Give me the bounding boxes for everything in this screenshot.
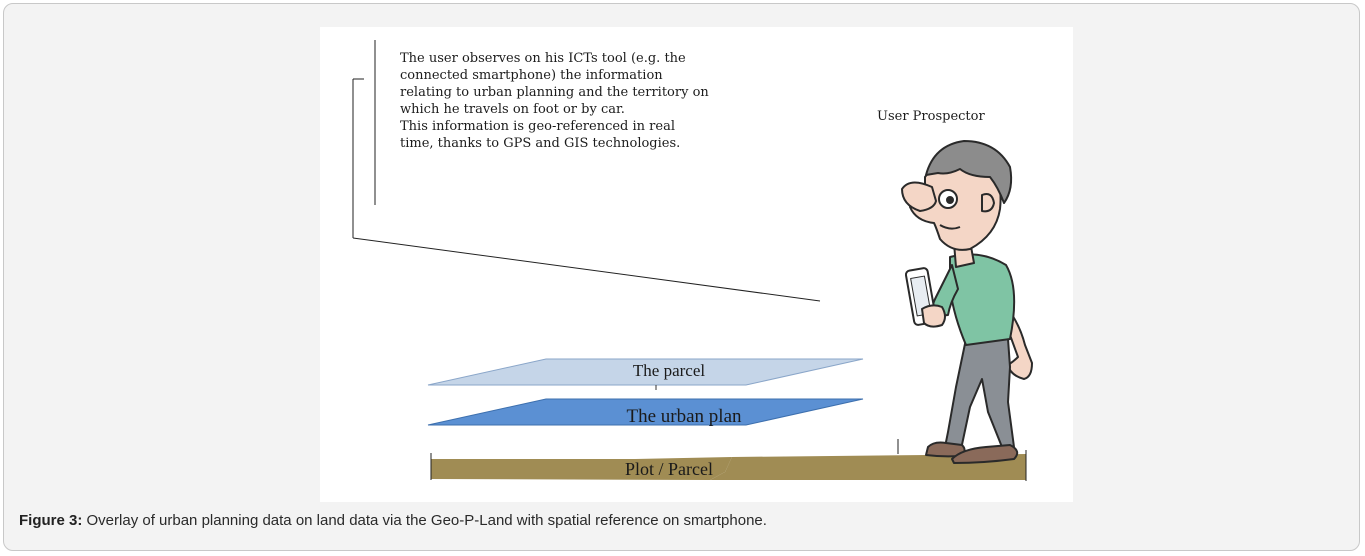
back-hand (1007, 308, 1033, 380)
figure-panel: The user observes on his ICTs tool (e.g.… (3, 3, 1360, 551)
callout-pointer (352, 237, 821, 302)
description-line: This information is geo-referenced in re… (400, 119, 675, 134)
pupil (946, 196, 954, 204)
callout-lines (352, 40, 821, 302)
pants (943, 338, 1015, 455)
description-line: relating to urban planning and the terri… (400, 85, 709, 100)
right-shoe (951, 444, 1019, 464)
user-prospector-label: User Prospector (877, 109, 985, 124)
description-line: which he travels on foot or by car. (400, 102, 625, 117)
shirt (949, 253, 1016, 346)
plot-layer-label: Plot / Parcel (625, 459, 713, 479)
hair (925, 140, 1013, 204)
caption-text: Overlay of urban planning data on land d… (82, 512, 767, 529)
ear (981, 193, 995, 213)
mouth (939, 224, 961, 230)
description-line: time, thanks to GPS and GIS technologies… (400, 136, 681, 151)
figure-caption: Figure 3: Overlay of urban planning data… (19, 512, 767, 529)
description-text: The user observes on his ICTs tool (e.g.… (400, 50, 780, 152)
user-prospector-illustration (901, 140, 1033, 464)
diagram-canvas (352, 40, 1033, 481)
figure-image: The user observes on his ICTs tool (e.g.… (320, 27, 1073, 502)
layer-plot (431, 457, 732, 480)
layer-parcel (427, 358, 864, 386)
layer-urban-plan (427, 398, 864, 426)
description-line: connected smartphone) the information (400, 68, 663, 83)
nose (901, 181, 937, 212)
caption-label: Figure 3: (19, 512, 83, 529)
front-hand (921, 304, 946, 328)
description-line: The user observes on his ICTs tool (e.g.… (400, 51, 686, 66)
layer-plot-right (710, 454, 1026, 480)
urban-plan-layer-label: The urban plan (626, 406, 742, 427)
parcel-layer-label: The parcel (632, 361, 706, 380)
